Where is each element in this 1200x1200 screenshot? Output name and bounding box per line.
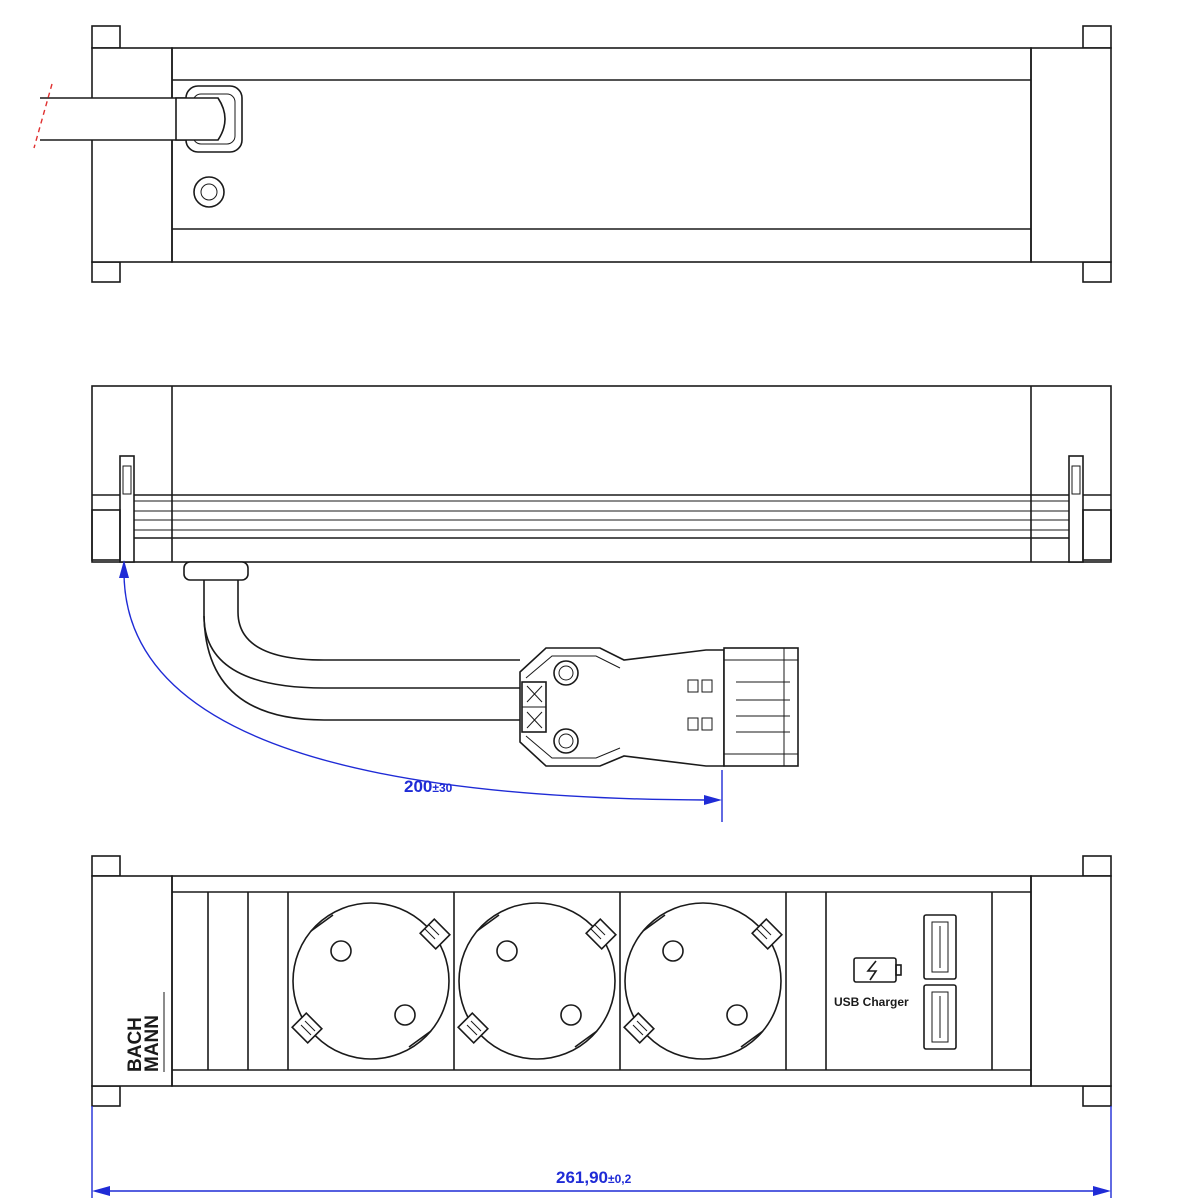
usb-charger-module: USB Charger [834,914,957,1050]
overall-length-label: 261,90±0,2 [556,1168,632,1187]
usb-port-1 [923,914,957,980]
cable-length-dimension: 200±30 [119,560,723,822]
top-view [33,25,1112,283]
brand-line-1: BACH [125,1017,146,1072]
side-view [91,385,1112,721]
brand-line-2: MANN [142,1015,163,1072]
overall-length-dimension: 261,90±0,2 [91,1106,1112,1198]
front-view [91,855,1112,1107]
usb-charger-label: USB Charger [834,995,909,1009]
gst18-connector [519,647,799,767]
battery-charging-icon [853,957,902,983]
socket-1 [291,902,451,1060]
brand-logo: BACH MANN [125,992,165,1072]
socket-3 [623,902,783,1060]
socket-2 [457,902,617,1060]
usb-port-2 [923,984,957,1050]
cable-length-label: 200±30 [404,777,453,796]
